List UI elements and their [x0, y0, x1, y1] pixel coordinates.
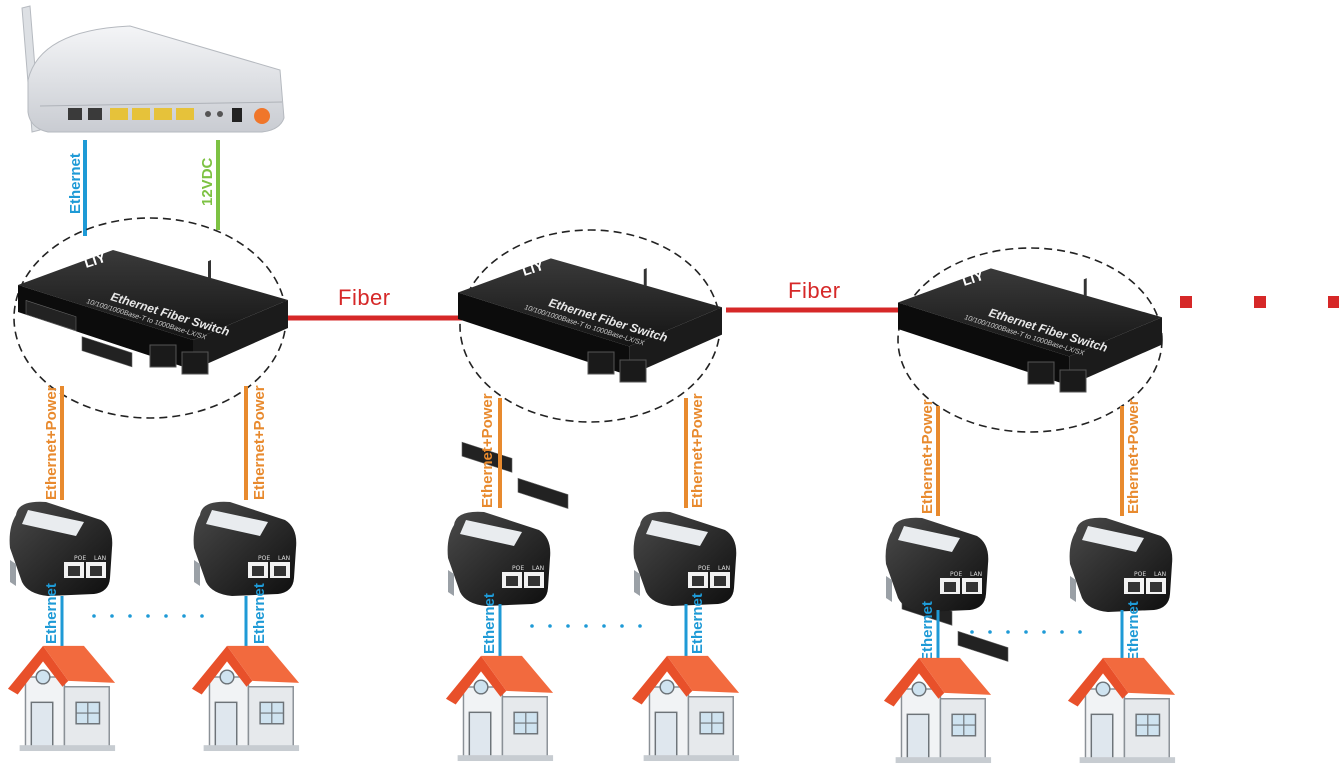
sfp-port [619, 359, 647, 383]
poe-injector [193, 501, 297, 596]
branch-3b: Ethernet+Power POE LAN Ethernet [1067, 399, 1176, 764]
branch-dots-3 [970, 630, 1082, 634]
lan-port-label: LAN [532, 565, 544, 572]
branch-dots-2 [530, 624, 642, 628]
router-port-row [68, 108, 270, 124]
lan-port-label: LAN [718, 565, 730, 572]
poe-port-label: POE [74, 555, 86, 562]
ethernet-power-label: Ethernet+Power [479, 393, 496, 508]
branch-2a: Ethernet+Power POE LAN Ethernet [445, 393, 554, 762]
lan-port-label: LAN [970, 571, 982, 578]
branch-1a: Ethernet+Power POE LAN Ethernet [7, 385, 116, 752]
ethernet-label: Ethernet [1125, 601, 1142, 662]
ethernet-power-label: Ethernet+Power [251, 385, 268, 500]
fiber-switch-2: LIY Ethernet Fiber Switch 10/100/1000Bas… [458, 229, 722, 509]
poe-port-label: POE [258, 555, 270, 562]
ethernet-power-label: Ethernet+Power [1125, 399, 1142, 514]
ethernet-label: Ethernet [251, 583, 268, 644]
router-12vdc-label: 12VDC [199, 157, 216, 206]
ethernet-label: Ethernet [481, 593, 498, 654]
ethernet-label: Ethernet [43, 583, 60, 644]
house-icon [445, 655, 554, 762]
branch-2b: Ethernet+Power POE LAN Ethernet [631, 393, 740, 762]
house-icon [7, 645, 116, 752]
lan-port-label: LAN [1154, 571, 1166, 578]
poe-injector [9, 501, 113, 596]
ethernet-label: Ethernet [919, 601, 936, 662]
sfp-port [1059, 369, 1087, 393]
fiber-label-1: Fiber [338, 285, 391, 310]
fiber-label-2: Fiber [788, 278, 841, 303]
poe-injector [633, 511, 737, 606]
fiber-continuation-dots [1180, 296, 1339, 308]
router-power-button [254, 108, 270, 124]
house-icon [191, 645, 300, 752]
fiber-switch-1: LIY Ethernet Fiber Switch 10/100/1000Bas… [13, 217, 288, 419]
branch-3a: Ethernet+Power POE LAN Ethernet [883, 399, 992, 764]
ethernet-power-label: Ethernet+Power [689, 393, 706, 508]
fiber-switch-3: LIY Ethernet Fiber Switch 10/100/1000Bas… [897, 247, 1163, 662]
switch-brand: LIY [520, 257, 546, 279]
switch-brand: LIY [960, 267, 986, 289]
poe-port-label: POE [950, 571, 962, 578]
poe-port-label: POE [1134, 571, 1146, 578]
ethernet-label: Ethernet [689, 593, 706, 654]
switch-port-block [25, 300, 133, 368]
ethernet-power-label: Ethernet+Power [919, 399, 936, 514]
poe-port-label: POE [512, 565, 524, 572]
poe-injector [1069, 517, 1173, 612]
poe-injector [447, 511, 551, 606]
sfp-port [149, 344, 177, 368]
sfp-port [1027, 361, 1055, 385]
sfp-port [587, 351, 615, 375]
lan-port-label: LAN [278, 555, 290, 562]
house-icon [883, 657, 992, 764]
sfp-port [181, 351, 209, 375]
branch-1b: Ethernet+Power POE LAN Ethernet [191, 385, 300, 752]
switch-brand: LIY [82, 249, 108, 271]
house-icon [631, 655, 740, 762]
router-ethernet-label: Ethernet [67, 153, 84, 214]
house-icon [1067, 657, 1176, 764]
branch-dots-1 [92, 614, 204, 618]
router-device [21, 5, 285, 133]
poe-port-label: POE [698, 565, 710, 572]
ethernet-power-label: Ethernet+Power [43, 385, 60, 500]
lan-port-label: LAN [94, 555, 106, 562]
switch-highlight-circle [897, 247, 1163, 433]
poe-injector [885, 517, 989, 612]
